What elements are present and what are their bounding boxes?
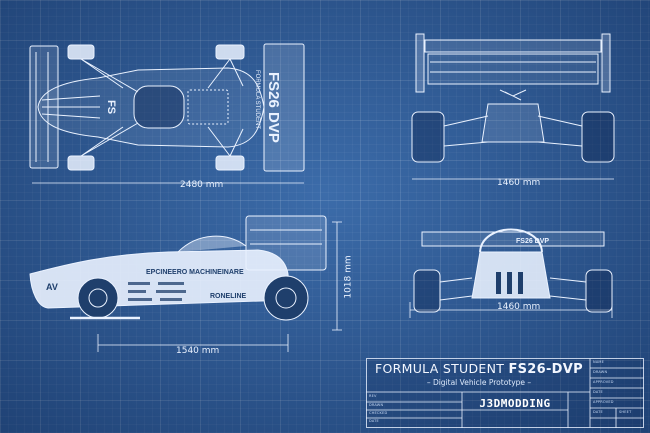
rear-wing-upper [424,39,602,53]
tb-label-date-2: DATE [593,410,603,414]
svg-text:FS26 DVP: FS26 DVP [265,72,282,143]
rear-left-wheel [411,111,445,163]
tb-label-sheet: SHEET [619,410,632,414]
tb-label-name: NAME [593,360,605,364]
front-rear-wing [421,231,605,247]
front-roll-hoop [479,228,543,253]
tb-label-checked: CHECKED [369,411,388,415]
tb-label-drawn-right: DRAWN [593,370,608,374]
top-rear-wing [263,43,305,172]
top-cockpit [133,85,185,129]
front-right-wheel [585,269,613,313]
top-view-drawing: FS26 DVP FORMULA STUDENT FS [28,40,308,184]
side-view-drawing: AV EPCINEERO MACHINEINARE RONELINE [28,212,330,340]
rear-view-drawing [410,33,616,180]
svg-text:RONELINE: RONELINE [210,293,247,300]
dim-top-length: 2480 mm [180,180,224,190]
svg-text:FORMULA STUDENT: FORMULA STUDENT [254,70,260,129]
tb-label-drawn: DRAWN [369,403,384,407]
tb-label-approved: APPROVED [593,380,614,384]
rear-wing-lower [427,53,599,85]
svg-text:AV: AV [46,282,58,292]
svg-text:FS26 DVP: FS26 DVP [516,238,549,245]
title-block-brand: J3DMODDING [479,397,551,410]
title-block-subtitle: – Digital Vehicle Prototype – [426,378,532,387]
tb-label-approved-2: APPROVED [593,400,614,404]
tb-label-rev: REV [369,394,377,398]
title-block-title: FORMULA STUDENT FS26-DVP [375,361,583,377]
side-rear-wheel [263,275,309,321]
title-block: FORMULA STUDENT FS26-DVP – Digital Vehic… [366,358,644,428]
front-view-drawing: FS26 DVP [410,212,616,313]
rear-body [481,103,545,143]
tb-label-date-right: DATE [593,390,603,394]
dim-rear-track: 1460 mm [497,178,541,188]
rear-right-wheel [581,111,615,163]
dim-side-wheelbase: 1540 mm [176,346,220,356]
dim-front-track: 1460 mm [497,302,541,312]
tb-label-date: DATE [369,419,379,423]
dim-side-height: 1018 mm [343,255,354,299]
front-left-wheel [413,269,441,313]
svg-text:EPCINEERO MACHINEINARE: EPCINEERO MACHINEINARE [146,269,244,276]
svg-text:FS: FS [105,100,117,114]
